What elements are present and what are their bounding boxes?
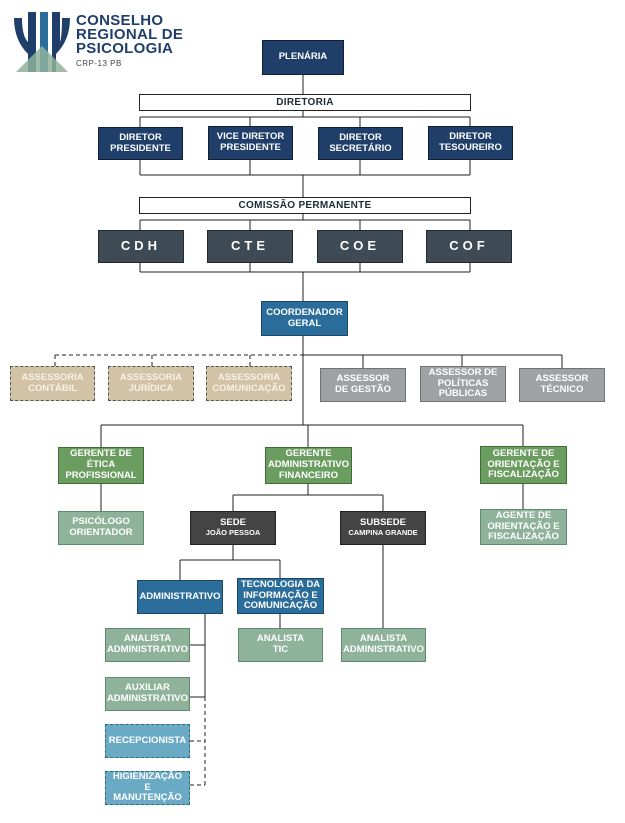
coe-box: COE [317, 230, 403, 263]
recepcionista-box: RECEPCIONISTA [105, 724, 190, 758]
gerente-orientacao-box: GERENTE DE ORIENTAÇÃO E FISCALIZAÇÃO [480, 446, 567, 484]
cdh-box: CDH [98, 230, 184, 263]
sede-title: SEDE [220, 517, 246, 529]
subsede-subtitle: CAMPINA GRANDE [348, 528, 418, 538]
assessoria-comunicacao-box: ASSESSORIA COMUNICAÇÃO [206, 366, 292, 401]
assessoria-juridica-box: ASSESSORIA JURÍDICA [108, 366, 194, 401]
cof-box: COF [426, 230, 512, 263]
plenaria-box: PLENÁRIA [262, 40, 344, 75]
comissao-bar: COMISSÃO PERMANENTE [139, 197, 471, 214]
org-name-line2: REGIONAL DE [76, 26, 184, 43]
auxiliar-administrativo-box: AUXILIAR ADMINISTRATIVO [105, 677, 190, 711]
tecnologia-box: TECNOLOGIA DA INFORMAÇÃO E COMUNICAÇÃO [237, 578, 324, 614]
subsede-box: SUBSEDE CAMPINA GRANDE [340, 511, 426, 545]
psicologo-orientador-box: PSICÓLOGO ORIENTADOR [58, 511, 144, 545]
assessor-politicas-box: ASSESSOR DE POLÍTICAS PÚBLICAS [420, 366, 506, 402]
crp-logo-icon [14, 12, 70, 72]
coordenador-geral-box: COORDENADOR GERAL [261, 301, 348, 336]
director-presidente-box: DIRETOR PRESIDENTE [98, 127, 183, 160]
director-secretario-box: DIRETOR SECRETÁRIO [318, 127, 403, 160]
cte-box: CTE [207, 230, 293, 263]
assessoria-contabil-box: ASSESSORIA CONTÁBIL [10, 366, 95, 401]
assessor-gestao-box: ASSESSOR DE GESTÃO [320, 368, 406, 402]
administrativo-box: ADMINISTRATIVO [137, 580, 223, 614]
diretoria-bar: DIRETORIA [139, 94, 471, 111]
gerente-administrativo-box: GERENTE ADMINISTRATIVO FINANCEIRO [265, 447, 352, 484]
sede-box: SEDE JOÃO PESSOA [190, 511, 276, 545]
org-name-line3: PSICOLOGIA [76, 40, 174, 57]
vice-director-box: VICE DIRETOR PRESIDENTE [208, 126, 293, 160]
director-tesoureiro-box: DIRETOR TESOUREIRO [428, 126, 513, 160]
subsede-title: SUBSEDE [360, 517, 406, 529]
higienizacao-box: HIGIENIZAÇÃO E MANUTENÇÃO [105, 771, 190, 805]
assessor-tecnico-box: ASSESSOR TÉCNICO [519, 368, 605, 402]
org-code: CRP-13 PB [76, 59, 122, 68]
org-name: CONSELHO REGIONAL DE PSICOLOGIA CRP-13 P… [76, 12, 184, 71]
analista-administrativo-subsede-box: ANALISTA ADMINISTRATIVO [341, 628, 426, 662]
analista-administrativo-box: ANALISTA ADMINISTRATIVO [105, 628, 190, 662]
agente-orientacao-box: AGENTE DE ORIENTAÇÃO E FISCALIZAÇÃO [480, 509, 567, 545]
sede-subtitle: JOÃO PESSOA [205, 528, 261, 538]
gerente-etica-box: GERENTE DE ÉTICA PROFISSIONAL [58, 447, 144, 484]
analista-tic-box: ANALISTA TIC [238, 628, 323, 662]
org-name-line1: CONSELHO [76, 12, 164, 29]
